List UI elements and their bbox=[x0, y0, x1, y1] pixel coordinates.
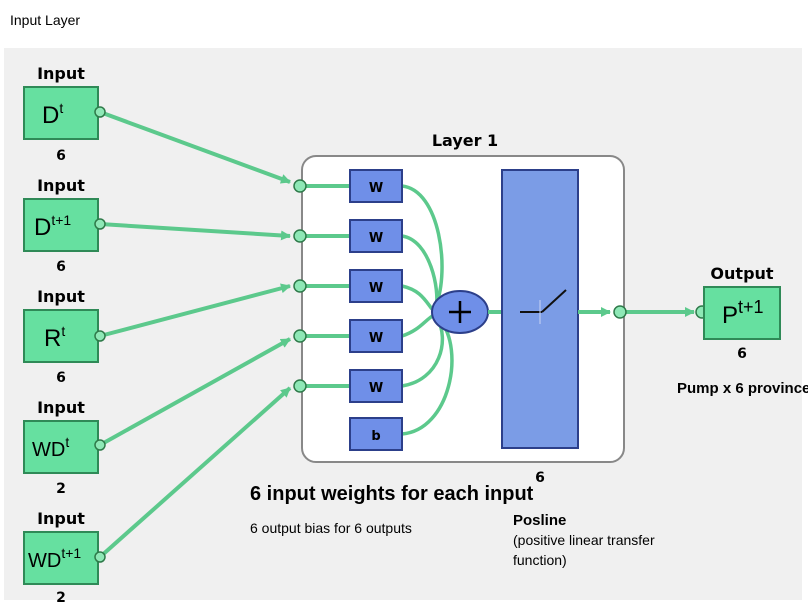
input-size: 6 bbox=[56, 370, 66, 386]
svg-text:W: W bbox=[369, 231, 383, 246]
output-size: 6 bbox=[737, 346, 747, 362]
weight-box-3: W bbox=[349, 269, 403, 303]
input-name: WDt bbox=[32, 434, 69, 461]
input-name: Rt bbox=[44, 323, 65, 352]
input-size: 2 bbox=[56, 590, 66, 606]
input-layer-caption: Input Layer bbox=[10, 12, 81, 28]
output-name: Pt+1 bbox=[722, 297, 764, 329]
svg-text:W: W bbox=[369, 331, 383, 346]
svg-text:b: b bbox=[371, 429, 380, 444]
input-name: Dt+1 bbox=[34, 212, 71, 241]
svg-text:W: W bbox=[369, 381, 383, 396]
layer-entry-nodes bbox=[293, 179, 307, 393]
input-block-1: Input Dt 6 bbox=[23, 64, 99, 164]
transfer-note-1: Posline bbox=[513, 512, 566, 529]
input-block-2: Input Dt+1 6 bbox=[23, 176, 99, 275]
transfer-note-2: (positive linear transfer bbox=[513, 532, 655, 548]
weight-box-4: W bbox=[349, 319, 403, 353]
input-label: Input bbox=[37, 509, 85, 528]
output-label: Output bbox=[710, 264, 773, 283]
transfer-note-3: function) bbox=[513, 552, 567, 568]
input-block-4: Input WDt 2 bbox=[23, 398, 99, 497]
input-label: Input bbox=[37, 287, 85, 306]
input-size: 2 bbox=[56, 481, 66, 497]
layer-entry-lines bbox=[300, 184, 350, 388]
output-box bbox=[703, 286, 781, 340]
input-label: Input bbox=[37, 398, 85, 417]
output-note: Pump x 6 provinces bbox=[677, 380, 808, 397]
weights-note: 6 input weights for each input bbox=[250, 483, 534, 505]
input-label: Input bbox=[37, 176, 85, 195]
layer-1-title: Layer 1 bbox=[432, 131, 498, 150]
svg-text:W: W bbox=[369, 181, 383, 196]
output-block: Output Pt+1 6 bbox=[703, 264, 781, 362]
input-block-3: Input Rt 6 bbox=[23, 287, 99, 386]
layer-exit-node bbox=[613, 305, 627, 319]
input-box bbox=[23, 420, 99, 474]
input-nodes bbox=[94, 106, 106, 563]
svg-text:W: W bbox=[369, 281, 383, 296]
input-box bbox=[23, 531, 99, 585]
bias-note: 6 output bias for 6 outputs bbox=[250, 520, 412, 536]
input-name: WDt+1 bbox=[28, 545, 81, 572]
bias-box: b bbox=[349, 417, 403, 451]
input-label: Input bbox=[37, 64, 85, 83]
transfer-function-box bbox=[501, 169, 579, 449]
weight-box-1: W bbox=[349, 169, 403, 203]
weight-box-5: W bbox=[349, 369, 403, 403]
input-size: 6 bbox=[56, 259, 66, 275]
input-connections bbox=[98, 110, 292, 559]
input-size: 6 bbox=[56, 148, 66, 164]
weight-box-2: W bbox=[349, 219, 403, 253]
sum-node bbox=[431, 290, 489, 334]
input-name: Dt bbox=[42, 100, 63, 129]
input-box bbox=[23, 309, 99, 363]
input-block-5: Input WDt+1 2 bbox=[23, 509, 99, 606]
layer-size: 6 bbox=[535, 470, 545, 486]
